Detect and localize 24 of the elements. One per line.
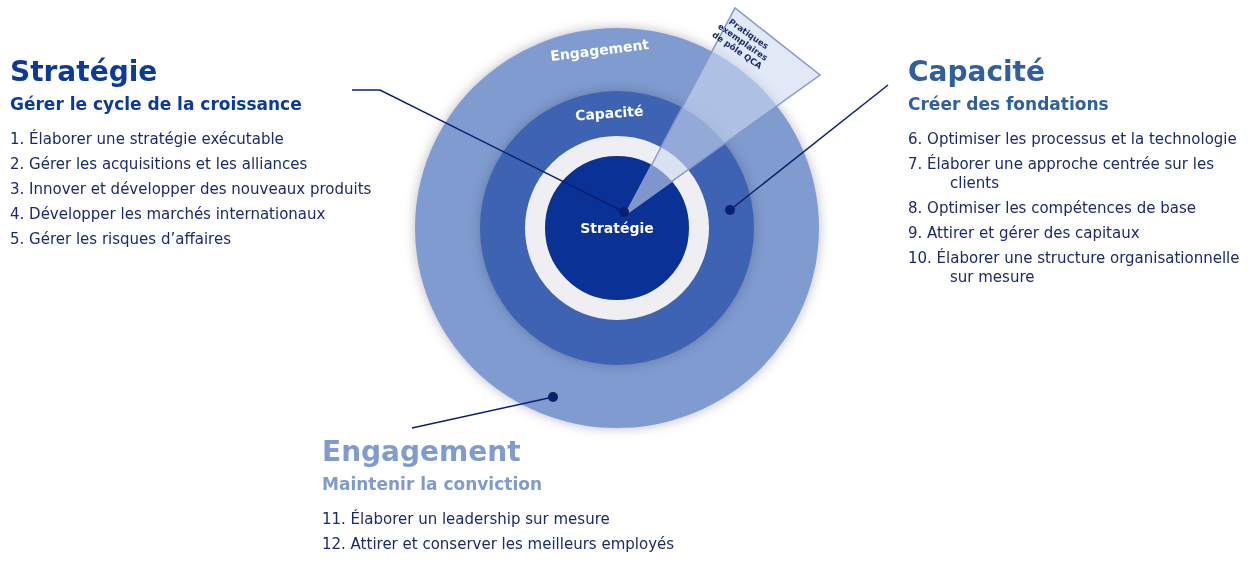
list-item: 3. Innover et développer des nouveaux produits (10, 180, 373, 199)
section-subheading: Maintenir la conviction (322, 474, 542, 494)
ring-label: Capacité (574, 102, 644, 124)
list-item: 1. Élaborer une stratégie exécutable (10, 130, 285, 149)
leader-line (351, 89, 629, 217)
list-item: 8. Optimiser les compétences de base (908, 199, 1197, 218)
section-heading: Capacité (908, 55, 1045, 88)
list-item: 12. Attirer et conserver les meilleurs employés (322, 535, 676, 554)
list-item: 5. Gérer les risques d’affaires (10, 230, 232, 249)
list-item: 11. Élaborer un leadership sur mesure (322, 510, 611, 529)
ring-label: Engagement (549, 36, 650, 64)
section-subheading: Gérer le cycle de la croissance (10, 94, 302, 114)
list-item: 2. Gérer les acquisitions et les alliances (10, 155, 309, 174)
circle-label: Stratégie (580, 220, 654, 236)
section-heading: Engagement (322, 435, 521, 468)
list-item: 7. Élaborer une approche centrée sur les clients (908, 155, 1216, 193)
leader-line (725, 84, 889, 215)
list-item: 4. Développer les marchés internationaux (10, 205, 327, 224)
list-item: 9. Attirer et gérer des capitaux (908, 224, 1141, 243)
section-subheading: Créer des fondations (908, 94, 1109, 114)
leader-line (411, 392, 558, 429)
list-item: 6. Optimiser les processus et la technologie (908, 130, 1238, 149)
section-heading: Stratégie (10, 55, 158, 88)
list-item: 10. Élaborer une structure organisationnelle sur mesure (908, 249, 1241, 287)
